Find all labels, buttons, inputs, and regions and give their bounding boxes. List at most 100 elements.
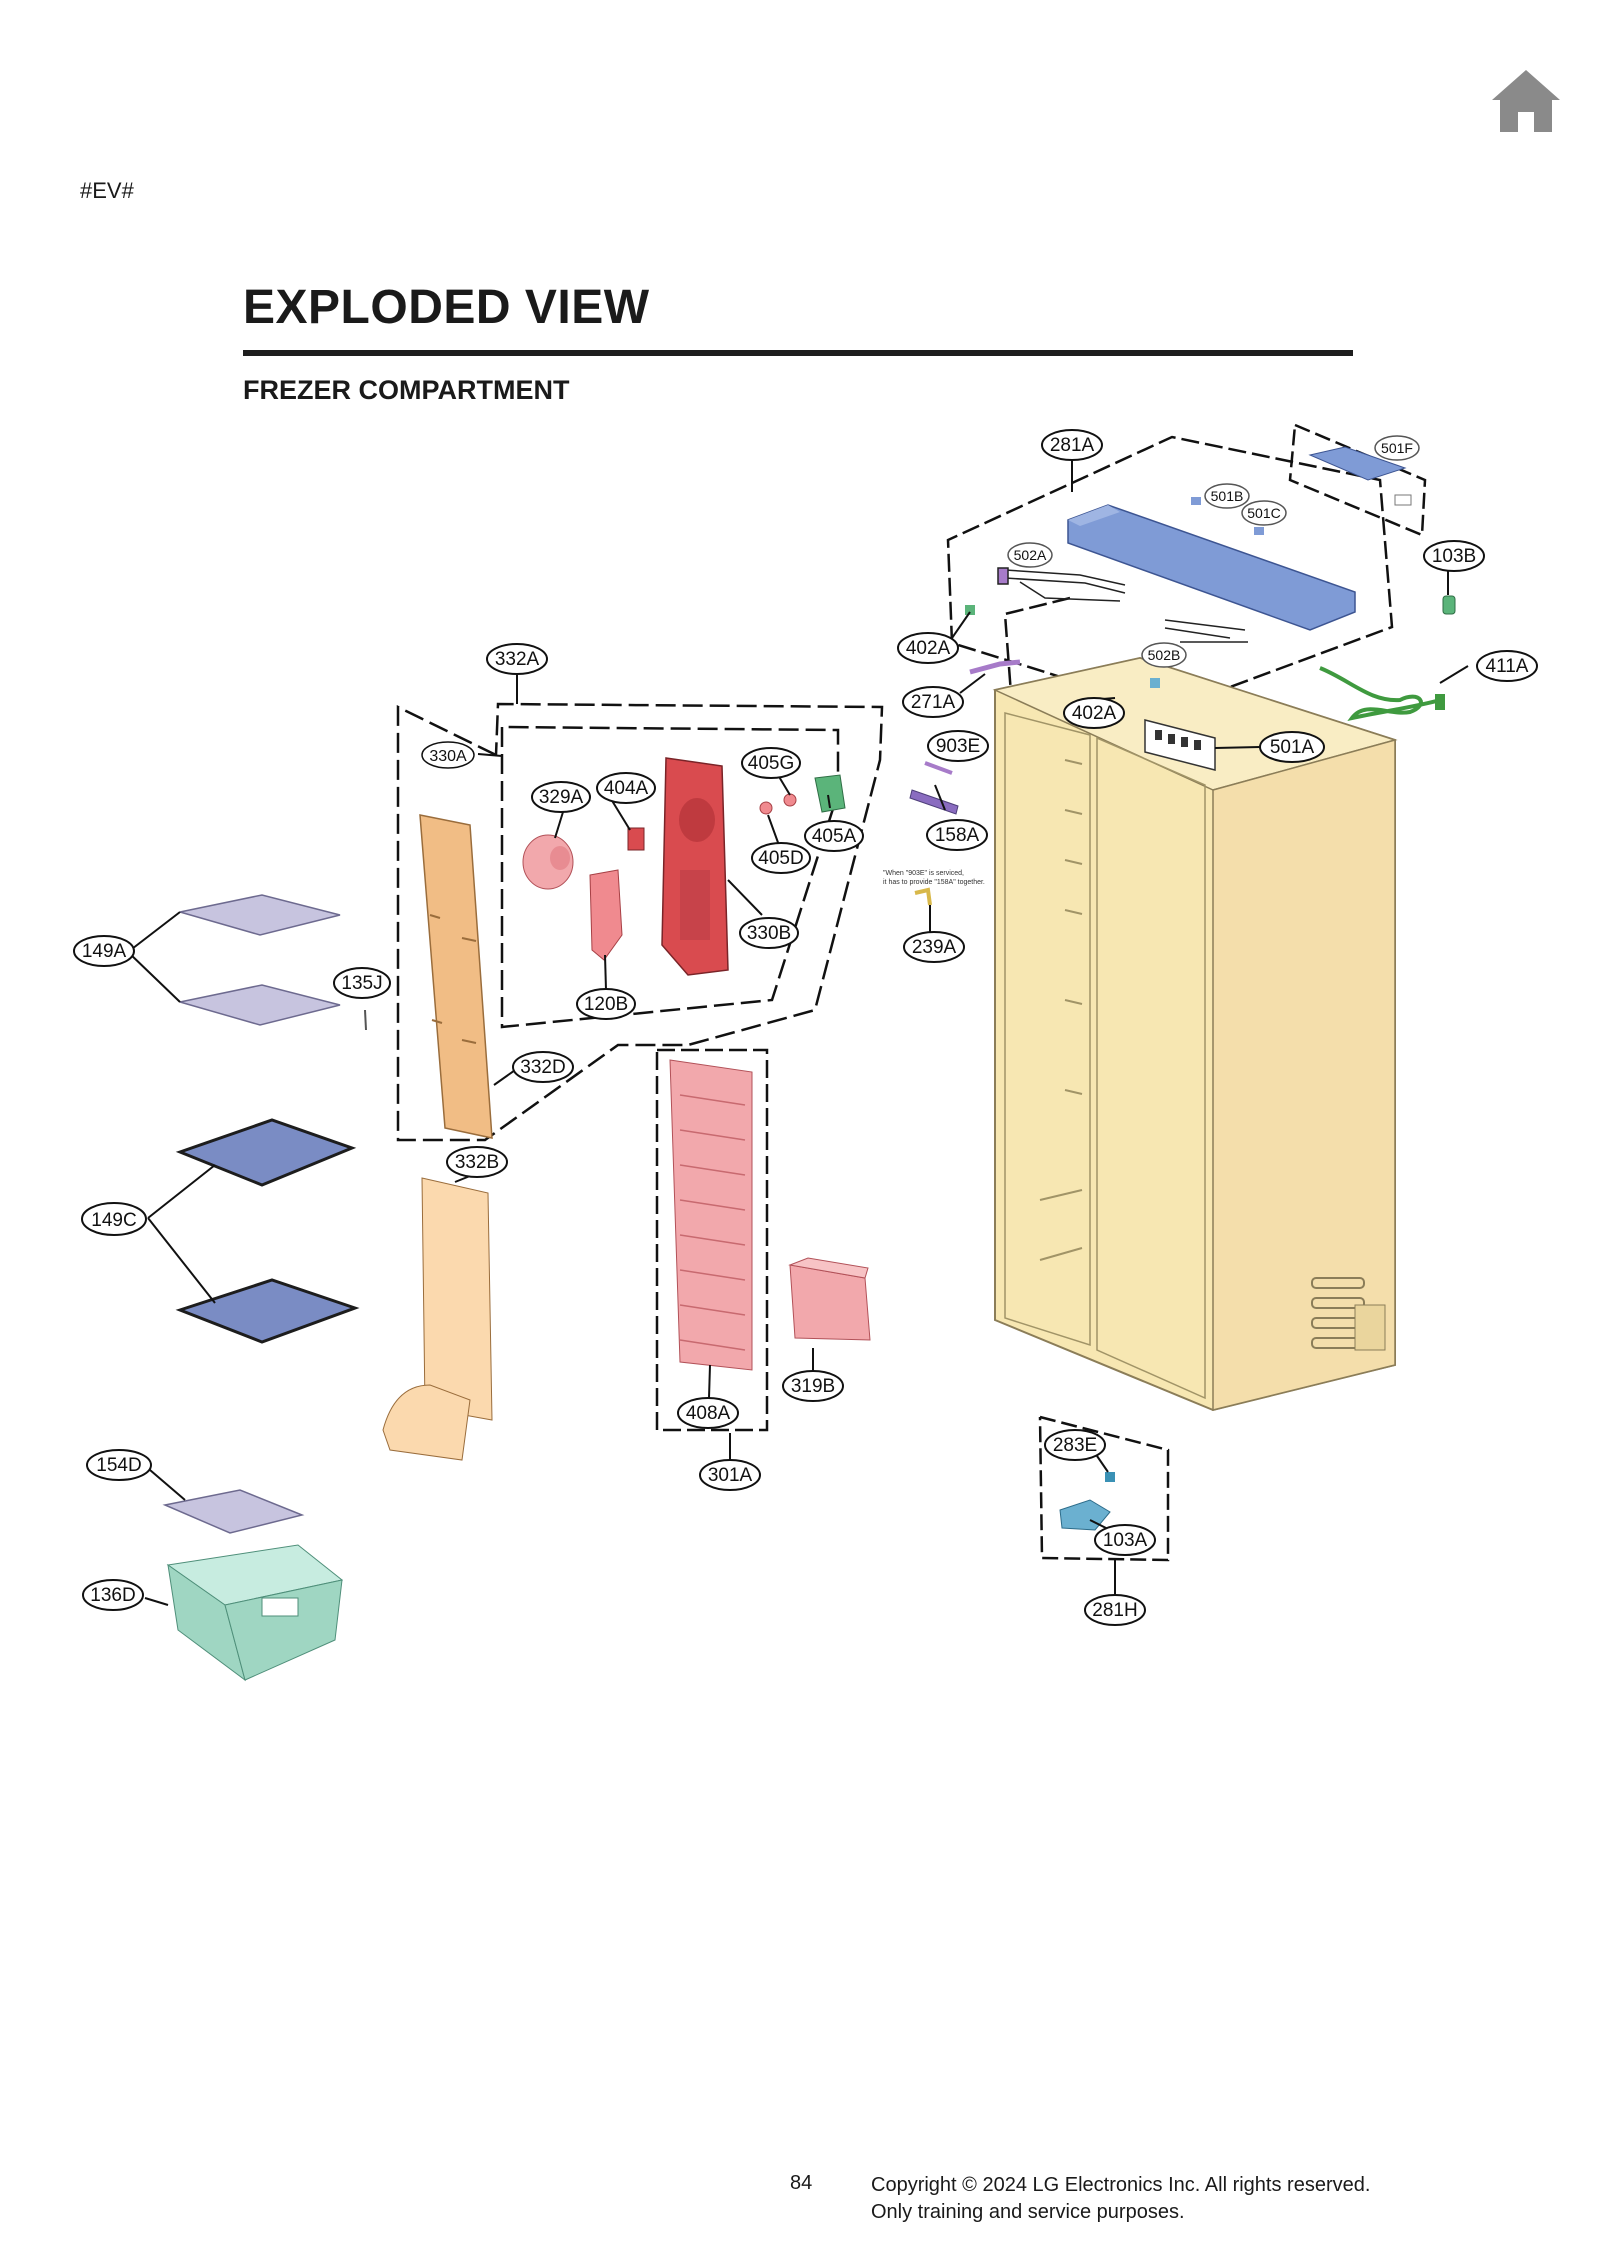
refrigerator-cabinet xyxy=(992,656,1398,1412)
callout-501F: 501F xyxy=(1374,435,1420,461)
valve-group-281H xyxy=(1038,1415,1170,1562)
svg-text:283E: 283E xyxy=(1053,1435,1097,1456)
callout-330B: 330B xyxy=(739,917,799,949)
callout-154D: 154D xyxy=(86,1449,152,1481)
part-402A-clip xyxy=(965,605,975,615)
callout-103B: 103B xyxy=(1423,540,1485,572)
svg-text:502B: 502B xyxy=(1148,647,1181,663)
fan-assembly-group xyxy=(396,702,884,1142)
shelf-154D xyxy=(162,1489,305,1534)
callout-501C: 501C xyxy=(1241,500,1287,526)
bracket-120B xyxy=(589,869,623,961)
callout-411A: 411A xyxy=(1476,650,1538,682)
svg-text:154D: 154D xyxy=(96,1455,141,1476)
callout-239A: 239A xyxy=(903,931,965,963)
svg-text:402A: 402A xyxy=(1072,703,1117,724)
drain-cover-319B xyxy=(788,1257,871,1341)
svg-text:136D: 136D xyxy=(90,1585,135,1606)
callout-405D: 405D xyxy=(751,842,811,874)
evaporator-408A xyxy=(669,1059,753,1371)
control-panel-501A xyxy=(1144,719,1216,771)
fan-cover-330B xyxy=(661,757,729,976)
rear-panel-332B xyxy=(382,1177,493,1461)
part-271A xyxy=(969,659,1021,675)
callout-402A-cabinet: 402A xyxy=(1063,697,1125,729)
shelf-149A-top xyxy=(179,894,341,936)
callout-136D: 136D xyxy=(82,1579,144,1611)
callout-502A: 502A xyxy=(1007,542,1053,568)
part-903E xyxy=(924,761,953,775)
top-cover-group xyxy=(946,435,1394,723)
duct-panel-332D xyxy=(419,814,493,1139)
svg-text:332D: 332D xyxy=(520,1057,565,1078)
callout-271A: 271A xyxy=(902,686,964,718)
part-239A xyxy=(914,887,932,906)
svg-text:239A: 239A xyxy=(912,937,957,958)
svg-text:332A: 332A xyxy=(495,649,540,670)
svg-text:149C: 149C xyxy=(91,1210,136,1231)
part-135J xyxy=(364,1009,367,1031)
callout-149C: 149C xyxy=(81,1202,147,1236)
wire-harness-502A xyxy=(997,567,1126,602)
pcb-group-501F xyxy=(1288,423,1427,537)
callout-501A: 501A xyxy=(1259,731,1325,763)
home-icon[interactable] xyxy=(1490,68,1562,134)
svg-text:411A: 411A xyxy=(1486,656,1529,677)
shelf-149C-top xyxy=(175,1118,357,1187)
svg-text:402A: 402A xyxy=(906,638,951,659)
callout-329A: 329A xyxy=(531,781,591,813)
callout-149A: 149A xyxy=(73,935,135,967)
svg-text:120B: 120B xyxy=(584,994,628,1015)
callout-402A-top: 402A xyxy=(897,632,959,664)
callout-283E: 283E xyxy=(1044,1429,1106,1461)
callout-332B: 332B xyxy=(446,1146,508,1178)
svg-text:501F: 501F xyxy=(1381,440,1413,456)
svg-text:501C: 501C xyxy=(1247,505,1280,521)
copyright-line-1: Copyright © 2024 LG Electronics Inc. All… xyxy=(871,2174,1371,2196)
title-divider xyxy=(243,350,1353,356)
svg-text:149A: 149A xyxy=(82,941,127,962)
callout-332D: 332D xyxy=(512,1051,574,1083)
part-103B xyxy=(1442,595,1456,615)
callout-281A: 281A xyxy=(1041,429,1103,461)
callout-903E: 903E xyxy=(927,730,989,762)
main-pcb-part xyxy=(1308,446,1407,481)
svg-text:405G: 405G xyxy=(748,753,794,774)
svg-text:404A: 404A xyxy=(604,778,649,799)
callout-135J: 135J xyxy=(333,967,391,999)
top-cover-part xyxy=(1067,504,1356,631)
svg-text:281H: 281H xyxy=(1092,1600,1137,1621)
wire-harness-502B xyxy=(1164,619,1248,643)
callout-120B: 120B xyxy=(576,988,636,1020)
callout-332A: 332A xyxy=(486,643,548,675)
svg-text:903E: 903E xyxy=(936,736,980,757)
callout-404A: 404A xyxy=(596,772,656,804)
shelf-149A-bottom xyxy=(179,984,341,1026)
callout-319B: 319B xyxy=(782,1370,844,1402)
callout-502B: 502B xyxy=(1141,642,1187,668)
callout-405A: 405A xyxy=(804,820,864,852)
callout-408A: 408A xyxy=(677,1397,739,1429)
svg-text:271A: 271A xyxy=(911,692,956,713)
shelf-149C-bottom xyxy=(175,1278,360,1344)
svg-text:332B: 332B xyxy=(455,1152,499,1173)
callout-501B: 501B xyxy=(1204,483,1250,509)
svg-text:501A: 501A xyxy=(1270,737,1315,758)
callout-301A: 301A xyxy=(699,1459,761,1491)
svg-text:103B: 103B xyxy=(1432,546,1476,567)
service-note-line-1: "When "903E" is serviced, xyxy=(883,870,964,877)
exploded-view-diagram: "When "903E" is serviced, it has to prov… xyxy=(73,423,1538,1682)
svg-text:405A: 405A xyxy=(812,826,857,847)
svg-text:158A: 158A xyxy=(935,825,980,846)
svg-text:501B: 501B xyxy=(1211,488,1244,504)
part-405D xyxy=(759,801,773,815)
svg-text:330A: 330A xyxy=(429,748,467,765)
page-title: EXPLODED VIEW xyxy=(243,281,650,334)
callout-330A: 330A xyxy=(421,741,475,769)
copyright-line-2: Only training and service purposes. xyxy=(871,2201,1185,2223)
svg-text:281A: 281A xyxy=(1050,435,1095,456)
svg-text:135J: 135J xyxy=(341,973,382,994)
svg-text:330B: 330B xyxy=(747,923,791,944)
section-marker: #EV# xyxy=(80,178,134,203)
section-subtitle: FREZER COMPARTMENT xyxy=(243,375,570,405)
